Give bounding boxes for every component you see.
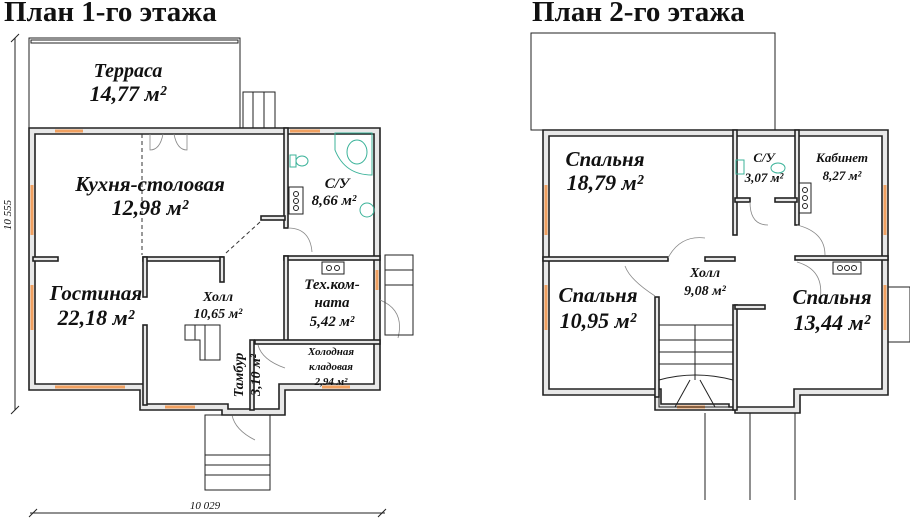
room-name-hall2: Холл [689, 266, 720, 281]
room-name-office: Кабинет [815, 150, 868, 165]
sink-icon [770, 162, 786, 174]
room-area-bedroom2: 10,95 м² [560, 308, 637, 333]
bathtub-icon [334, 132, 373, 176]
room-name-tech: Тех.ком- [304, 277, 360, 293]
room-area-bedroom3: 13,44 м² [794, 310, 871, 335]
floor1-stairs [184, 324, 221, 361]
sink-icon [359, 202, 375, 218]
room-name-storage-2: кладовая [309, 361, 353, 373]
room-name-bathroom2: С/У [753, 150, 776, 165]
floor2-title: План 2-го этажа [532, 0, 745, 28]
svg-text:10 555: 10 555 [2, 199, 14, 230]
toilet-icon [735, 159, 745, 175]
boiler-icon [321, 261, 345, 275]
room-area-kitchen: 12,98 м² [112, 195, 189, 220]
room-area-tech: 5,42 м² [310, 314, 355, 330]
room-name-tech-2: ната [315, 295, 350, 311]
toilet-icon [289, 154, 309, 168]
stove-icon [288, 186, 304, 215]
roof-below-outline [530, 32, 776, 131]
room-area-office: 8,27 м² [823, 168, 863, 183]
room-area-bedroom1: 18,79 м² [567, 170, 644, 195]
terrace-stairs [242, 91, 276, 129]
floor1-title: План 1-го этажа [4, 0, 217, 28]
room-area-living: 22,18 м² [57, 305, 135, 330]
floor2-plan: Спальня 18,79 м² С/У 3,07 м² Кабинет 8,2… [530, 32, 910, 500]
room-name-bathroom: С/У [325, 176, 351, 192]
room-area-hall2: 9,08 м² [684, 284, 727, 299]
dimension-vertical: 10 555 [2, 33, 20, 415]
side-porch [384, 254, 414, 336]
entrance-porch [204, 414, 271, 491]
floor1-interior-walls [32, 127, 381, 411]
room-name-bedroom3: Спальня [792, 285, 871, 309]
dimension-horizontal: 10 029 [28, 500, 387, 518]
room-name-vestibule: Тамбур [232, 353, 247, 397]
room-name-storage: Холодная [307, 346, 354, 358]
room-area-bathroom: 8,66 м² [312, 193, 357, 209]
room-area-storage: 2,94 м² [314, 376, 349, 388]
room-area-terrace: 14,77 м² [90, 81, 167, 106]
room-name-living: Гостиная [49, 281, 143, 305]
stove-icon [798, 182, 812, 214]
side-porch-roof [887, 286, 910, 343]
room-name-terrace: Терраса [94, 60, 163, 82]
floor2-interior-walls [542, 129, 889, 411]
entrance-porch-roof [704, 413, 796, 500]
floor1-plan: Терраса 14,77 м² Кухня-столовая 12,98 м²… [2, 33, 414, 518]
room-area-vestibule: 3,10 м² [249, 353, 264, 397]
boiler-icon [832, 261, 862, 275]
room-name-bedroom2: Спальня [558, 283, 637, 307]
room-name-bedroom1: Спальня [565, 147, 644, 171]
room-area-bathroom2: 3,07 м² [744, 170, 785, 185]
room-name-kitchen: Кухня-столовая [74, 172, 225, 196]
floor2-stairs [658, 324, 734, 408]
room-area-hall: 10,65 м² [194, 307, 244, 322]
svg-text:10 029: 10 029 [190, 500, 221, 512]
room-name-hall: Холл [202, 290, 233, 305]
